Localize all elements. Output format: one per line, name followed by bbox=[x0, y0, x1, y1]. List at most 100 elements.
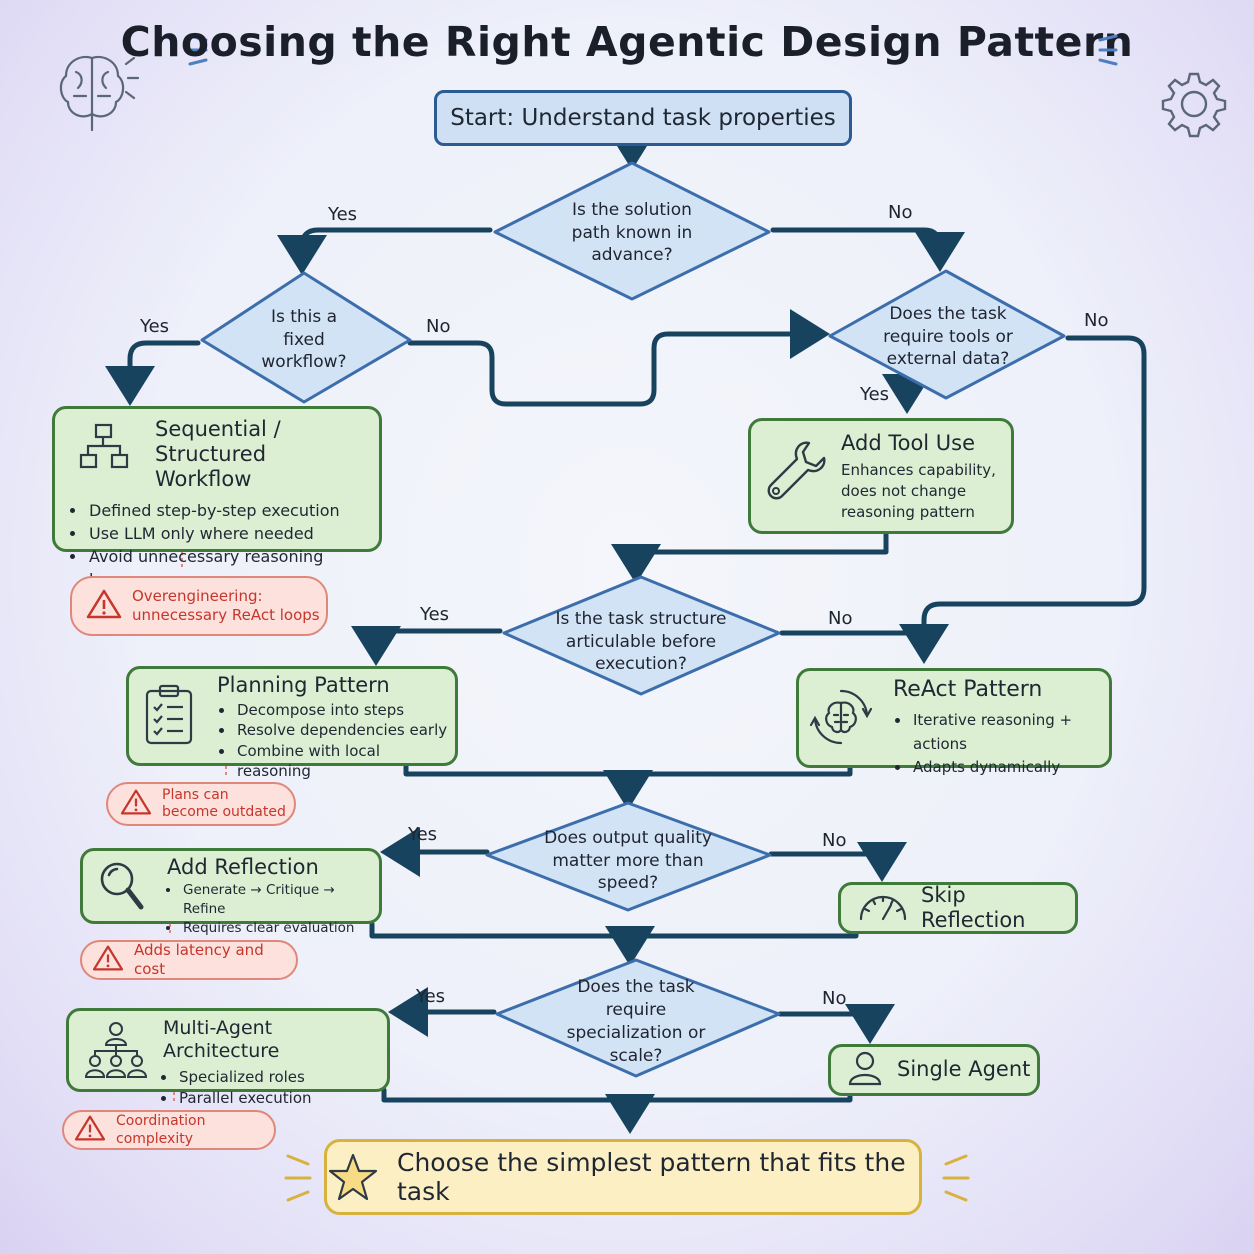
final-burst-right-icon bbox=[934, 1150, 970, 1210]
warning-text-line1: Overengineering: bbox=[132, 586, 263, 605]
label-d5-yes: Yes bbox=[408, 824, 438, 845]
react-title: ReAct Pattern bbox=[893, 677, 1043, 702]
single-agent-title: Single Agent bbox=[897, 1057, 1031, 1082]
decision-diamond-d2 bbox=[200, 271, 412, 404]
label-d1-no: No bbox=[888, 202, 913, 223]
sequential-workflow-box: Sequential / Structured Workflow Defined… bbox=[52, 406, 382, 589]
decision-d3-text: Does the task require tools or external … bbox=[883, 303, 1013, 370]
arrow-react-merge bbox=[603, 763, 853, 810]
decision-d1-text: Is the solution path known in advance? bbox=[571, 199, 693, 266]
warning-text: Coordination complexity bbox=[116, 1112, 206, 1147]
gear-icon bbox=[1156, 66, 1232, 146]
multi-agent-item: Specialized roles bbox=[177, 1067, 387, 1089]
clipboard-checklist-icon bbox=[143, 683, 195, 749]
reflection-box: Add Reflection Generate → Critique → Ref… bbox=[80, 848, 382, 955]
warning-text: Adds latency and cost bbox=[134, 940, 264, 979]
brain-icon bbox=[52, 44, 148, 138]
arrow-skip-merge bbox=[605, 926, 859, 966]
tool-use-desc-line1: Enhances capability, bbox=[841, 461, 996, 480]
sequential-title-line2: Structured Workflow bbox=[155, 442, 267, 492]
brain-cycle-icon bbox=[809, 685, 873, 753]
label-d6-yes: Yes bbox=[416, 986, 446, 1007]
hierarchy-icon bbox=[79, 423, 129, 473]
warning-plans-outdated: Plans can become outdated bbox=[106, 782, 296, 826]
warning-triangle-icon bbox=[74, 1114, 106, 1146]
tool-use-desc-line3: reasoning pattern bbox=[841, 503, 975, 522]
multi-agent-box: Multi-Agent Architecture Specialized rol… bbox=[66, 1008, 390, 1107]
label-d4-no: No bbox=[828, 608, 853, 629]
label-d3-no: No bbox=[1084, 310, 1109, 331]
warning-triangle-icon bbox=[86, 588, 122, 624]
arrow-d2-yes bbox=[105, 340, 201, 406]
multi-agent-title: Multi-Agent Architecture bbox=[163, 1017, 280, 1062]
decision-diamond-d6 bbox=[495, 958, 781, 1078]
person-icon bbox=[847, 1050, 883, 1090]
arrow-d3-no bbox=[899, 335, 1147, 664]
page-title: Choosing the Right Agentic Design Patter… bbox=[120, 18, 1134, 66]
skip-reflection-title: Skip Reflection bbox=[921, 882, 1026, 932]
decision-d6-text: Does the task require specialization or … bbox=[566, 977, 706, 1066]
warning-coordination: Coordination complexity bbox=[62, 1110, 276, 1150]
planning-item: Combine with local reasoning bbox=[235, 741, 455, 782]
warning-text-line1: Plans can bbox=[162, 787, 229, 804]
start-box: Start: Understand task properties bbox=[434, 90, 852, 146]
label-d2-no: No bbox=[426, 316, 451, 337]
planning-item: Resolve dependencies early bbox=[235, 720, 455, 740]
final-recommendation-text: Choose the simplest pattern that fits th… bbox=[397, 1148, 906, 1206]
title-dash-right-icon bbox=[1094, 30, 1120, 74]
tool-use-box: Add Tool Use Enhances capability, does n… bbox=[748, 418, 1014, 534]
final-burst-left-icon bbox=[284, 1150, 320, 1210]
planning-item: Decompose into steps bbox=[235, 700, 455, 720]
warning-latency-cost: Adds latency and cost bbox=[80, 940, 298, 980]
react-item: Iterative reasoning + actions bbox=[911, 709, 1109, 756]
magnifier-icon bbox=[97, 859, 147, 919]
sequential-item: Defined step-by-step execution bbox=[87, 499, 367, 522]
sequential-title-line1: Sequential / bbox=[155, 417, 281, 441]
tool-use-title: Add Tool Use bbox=[841, 431, 976, 455]
multi-agent-item: Parallel execution bbox=[177, 1088, 387, 1110]
sequential-item: Use LLM only where needed bbox=[87, 522, 367, 545]
decision-d2-text: Is this a fixed workflow? bbox=[261, 306, 347, 373]
arrow-d6-no bbox=[777, 1004, 895, 1044]
decision-diamond-d1 bbox=[493, 161, 771, 301]
speedometer-icon bbox=[857, 891, 909, 925]
decision-d4-text: Is the task structure articulable before… bbox=[555, 608, 727, 675]
label-d2-yes: Yes bbox=[140, 316, 170, 337]
arrow-d1-no bbox=[770, 227, 965, 272]
warning-triangle-icon bbox=[92, 944, 124, 976]
arrow-d1-yes bbox=[277, 227, 493, 275]
label-d6-no: No bbox=[822, 988, 847, 1009]
planning-pattern-box: Planning Pattern Decompose into steps Re… bbox=[126, 666, 458, 780]
warning-text-line2: become outdated bbox=[162, 804, 286, 820]
arrow-reflection-merge bbox=[369, 921, 633, 953]
label-d1-yes: Yes bbox=[328, 204, 358, 225]
arrow-d4-yes bbox=[351, 626, 503, 666]
decision-diamond-d4 bbox=[502, 575, 781, 696]
warning-triangle-icon bbox=[120, 788, 152, 820]
arrow-d2-no bbox=[407, 309, 830, 407]
decision-diamond-d5 bbox=[485, 801, 772, 912]
star-icon bbox=[327, 1152, 379, 1202]
label-d4-yes: Yes bbox=[420, 604, 450, 625]
decision-d5-text: Does output quality matter more than spe… bbox=[544, 827, 712, 894]
reflection-title: Add Reflection bbox=[167, 855, 319, 879]
warning-text-line2: unnecessary ReAct loops bbox=[132, 606, 320, 624]
label-d3-yes: Yes bbox=[860, 384, 890, 405]
planning-title: Planning Pattern bbox=[217, 673, 390, 697]
tool-use-desc-line2: does not change bbox=[841, 482, 967, 501]
skip-reflection-box: Skip Reflection bbox=[838, 882, 1078, 934]
reflection-item: Generate → Critique → Refine bbox=[181, 881, 379, 919]
arrow-d5-no bbox=[768, 842, 907, 882]
title-dash-left-icon bbox=[186, 30, 212, 74]
react-pattern-box: ReAct Pattern Iterative reasoning + acti… bbox=[796, 668, 1112, 776]
label-d5-no: No bbox=[822, 830, 847, 851]
wrench-icon bbox=[763, 437, 829, 507]
warning-overengineering: Overengineering: unnecessary ReAct loops bbox=[70, 576, 328, 636]
final-recommendation-box: Choose the simplest pattern that fits th… bbox=[324, 1139, 922, 1215]
single-agent-box: Single Agent bbox=[828, 1044, 1040, 1096]
react-item: Adapts dynamically bbox=[911, 756, 1109, 779]
start-label: Start: Understand task properties bbox=[450, 105, 836, 131]
team-icon bbox=[83, 1021, 149, 1085]
arrow-single-merge bbox=[605, 1091, 853, 1134]
